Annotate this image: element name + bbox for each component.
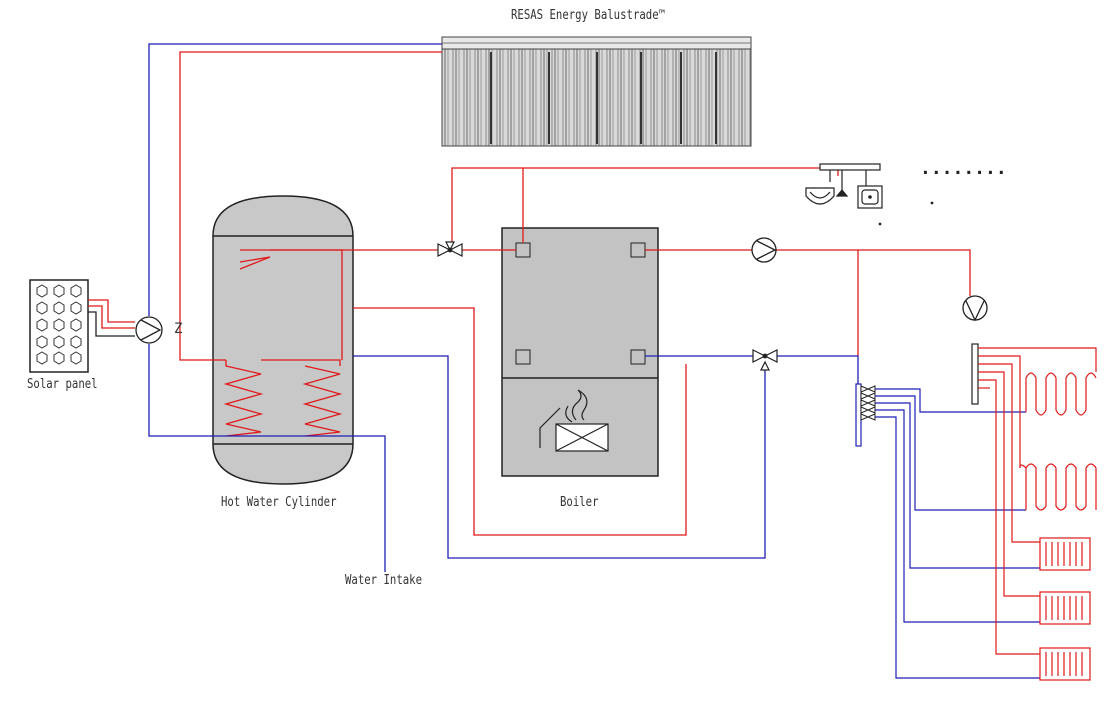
radiator-manifold xyxy=(971,343,979,405)
solar-panel-icon xyxy=(29,279,89,373)
solar-collector-balustrade xyxy=(441,36,752,147)
return-pipes-blue xyxy=(148,43,859,572)
cylinder-coils xyxy=(223,256,343,437)
valve-z-label: Z xyxy=(174,321,183,337)
pump-solar-circuit-icon xyxy=(135,316,163,344)
boiler-label: Boiler xyxy=(560,495,599,510)
continuation-dots: ........ xyxy=(920,158,1007,179)
underfloor-loop-1 xyxy=(1025,372,1097,416)
radiator-flow-pipes xyxy=(978,347,1097,655)
manifold-return-pipes xyxy=(875,388,1040,679)
underfloor-manifold xyxy=(855,383,876,447)
three-way-valve-top-icon xyxy=(437,241,463,257)
burner-flame-icon xyxy=(539,389,609,452)
hot-water-cylinder xyxy=(212,195,354,485)
fixtures-group-icon xyxy=(805,163,934,226)
radiator-2 xyxy=(1039,591,1091,625)
radiator-3 xyxy=(1039,647,1091,681)
pump-heating-circuit-icon xyxy=(751,237,777,263)
collector-label: RESAS Energy Balustrade™ xyxy=(511,8,666,23)
panel-wiring xyxy=(88,299,135,337)
radiator-1 xyxy=(1039,537,1091,571)
solar-panel-label: Solar panel xyxy=(27,377,98,392)
cylinder-label: Hot Water Cylinder xyxy=(221,495,337,510)
underfloor-loop-2 xyxy=(1019,463,1097,511)
flow-pipes-red xyxy=(179,51,971,536)
water-intake-label: Water Intake xyxy=(345,573,423,588)
pump-radiator-circuit-icon xyxy=(962,295,988,322)
three-way-valve-bottom-icon xyxy=(752,349,778,371)
